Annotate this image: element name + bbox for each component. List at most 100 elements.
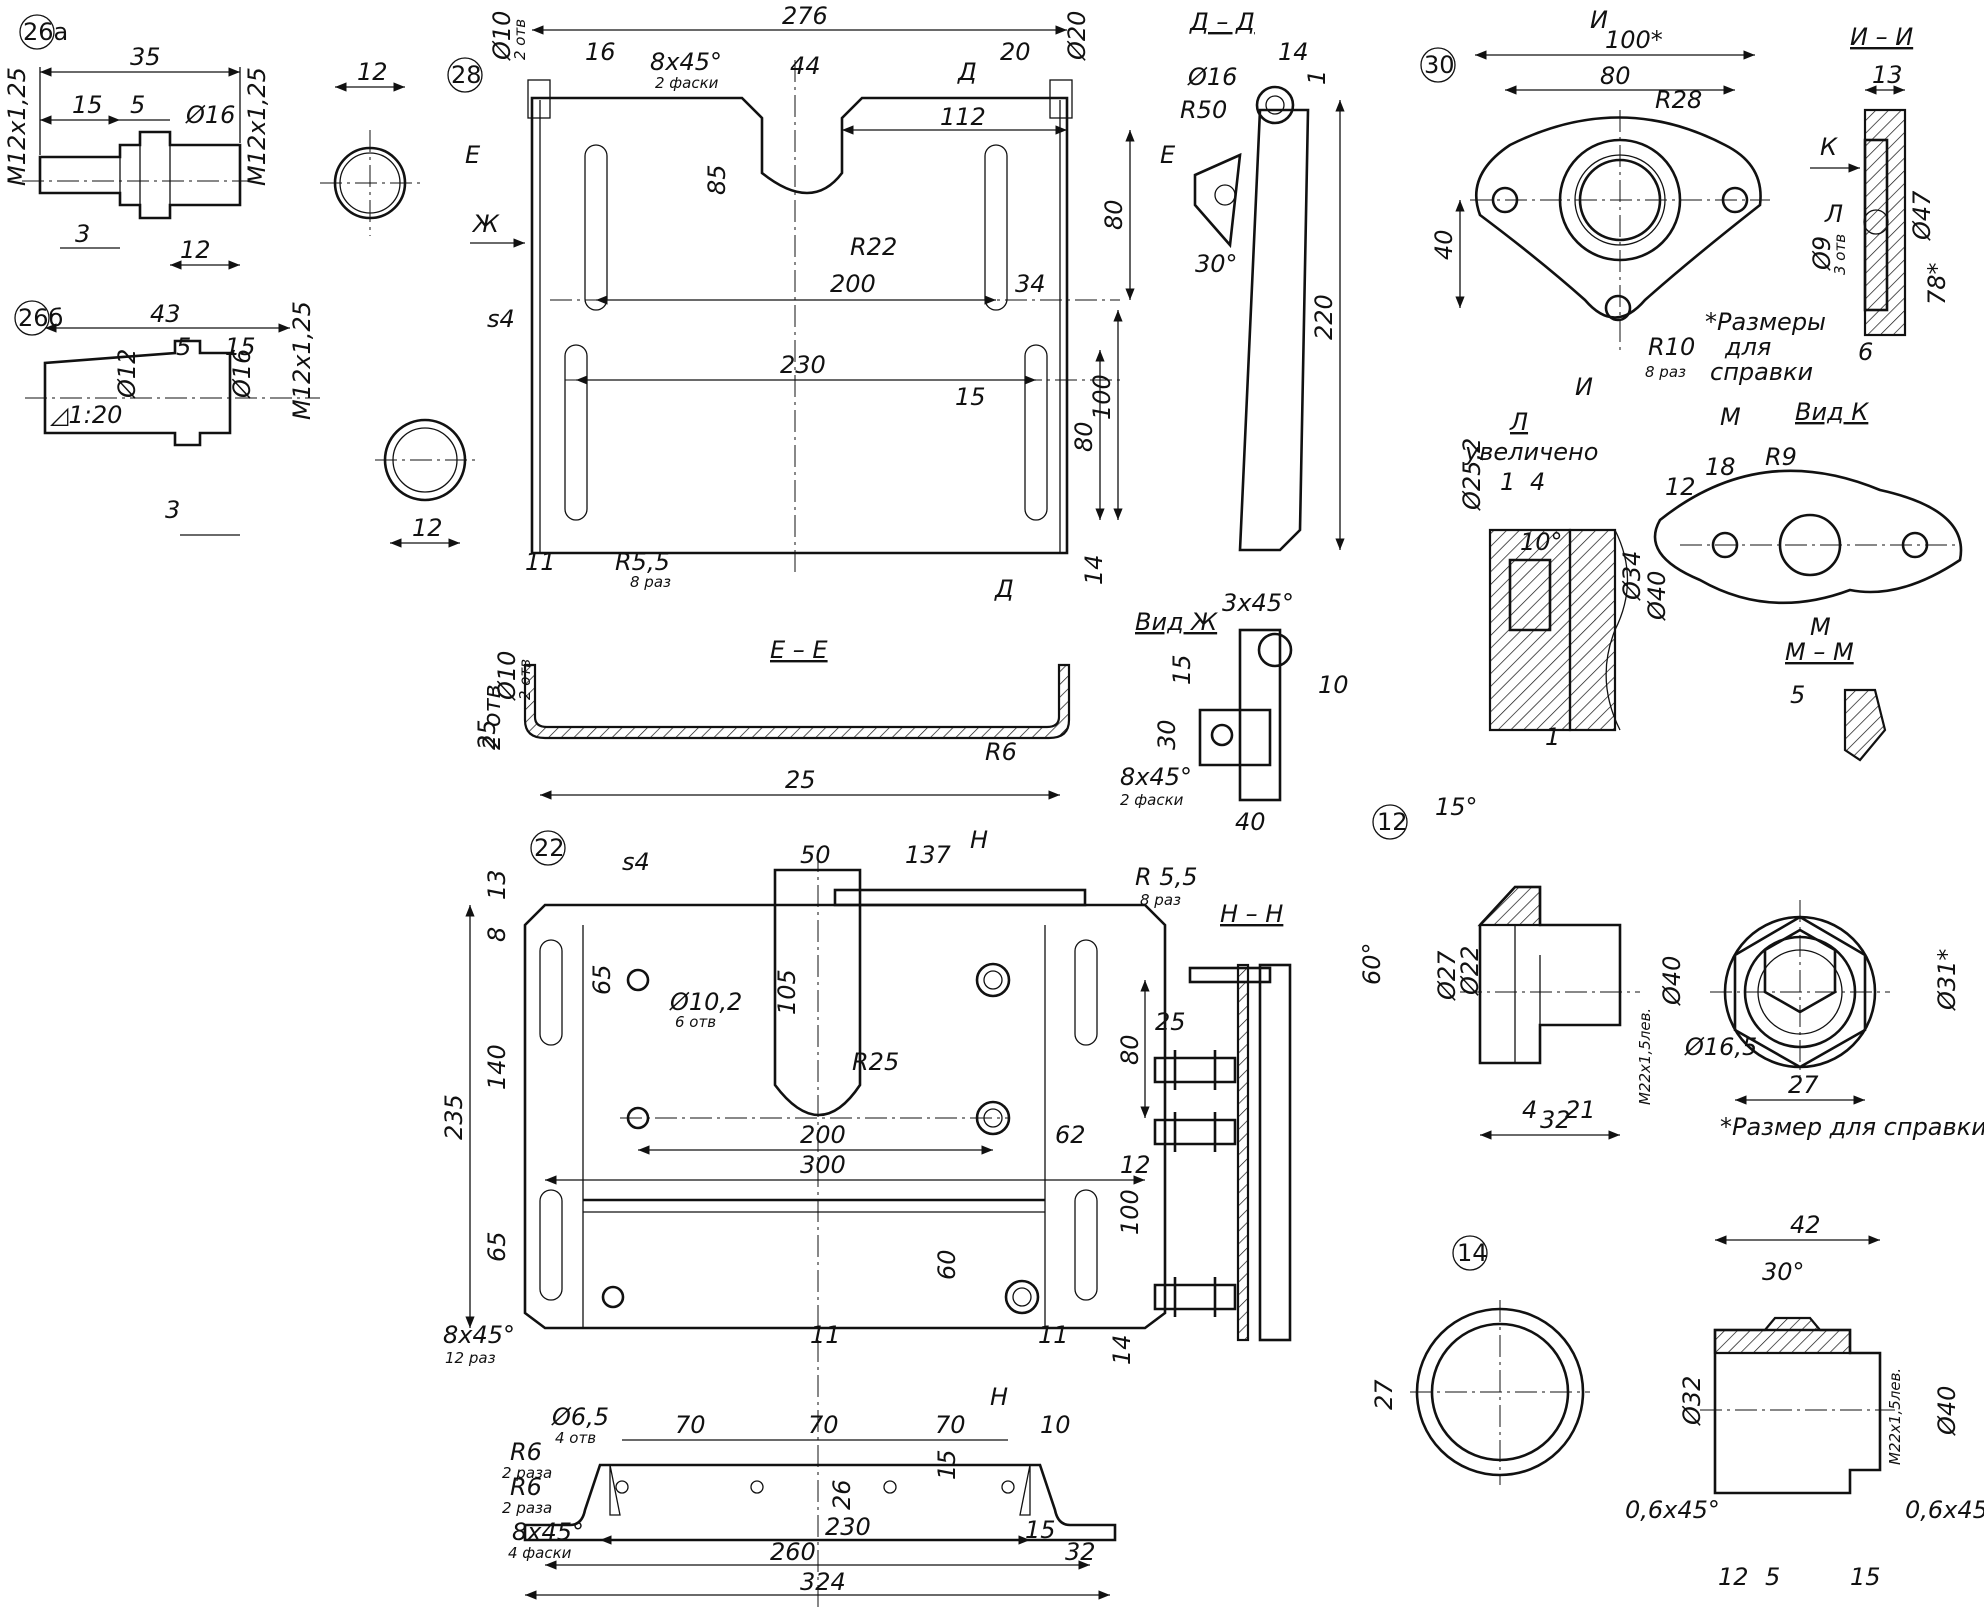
svg-text:8x45°: 8x45° [650,48,722,76]
section-e-e: Е – Е 25 2 отв Ø10 2 отв 25 R6 [473,636,1071,800]
svg-text:Ø20: Ø20 [1063,11,1091,61]
svg-text:Д: Д [957,58,977,86]
view-l-enlarged: Л увеличено Ø25,2 1 4 10° Ø34 Ø40 1 [1458,408,1671,751]
svg-text:14: 14 [1080,554,1108,585]
svg-text:11: 11 [810,1321,841,1349]
svg-text:40: 40 [1430,229,1458,260]
svg-text:13: 13 [1872,61,1903,89]
svg-text:15: 15 [1850,1563,1881,1591]
svg-text:40: 40 [1235,808,1266,836]
svg-text:8 раз: 8 раз [1645,363,1686,381]
section-n-n-title: Н – Н [1220,900,1283,928]
svg-text:18: 18 [1705,453,1736,481]
flange-30-outline [1475,116,1762,319]
svg-text:11: 11 [1038,1321,1069,1349]
svg-text:200: 200 [830,270,876,298]
svg-text:140: 140 [483,1044,511,1090]
svg-text:200: 200 [800,1121,846,1149]
part-tag-12: 12 [1377,808,1408,836]
svg-text:8x45°: 8x45° [443,1321,515,1349]
svg-text:50: 50 [800,841,831,869]
svg-text:12: 12 [1665,473,1696,501]
bracket-22-outline [523,903,1167,1330]
svg-text:30: 30 [1153,719,1181,750]
svg-text:60°: 60° [1358,942,1386,985]
svg-text:1: 1 [1500,468,1515,496]
section-i-i-title: И – И [1850,23,1913,51]
svg-text:15: 15 [933,1449,961,1480]
svg-text:справки: справки [1710,358,1813,386]
part-22: 22 50 137 R 5,5 8 раз s4 13 8 65 Ø10,2 6… [440,826,1197,1610]
svg-text:К: К [1820,133,1838,161]
svg-text:Ø16,5: Ø16,5 [1684,1033,1757,1061]
svg-text:R9: R9 [1765,443,1797,471]
svg-text:26: 26 [828,1479,856,1510]
svg-text:10°: 10° [1520,528,1563,556]
svg-text:Ø40: Ø40 [1658,956,1686,1006]
svg-text:И: И [1575,373,1593,401]
svg-text:Ø25,2: Ø25,2 [1458,438,1486,511]
svg-text:Ø10: Ø10 [493,651,521,701]
svg-text:8 раз: 8 раз [630,573,671,591]
svg-text:12 раз: 12 раз [445,1349,496,1367]
svg-text:M12x1,25: M12x1,25 [243,67,271,186]
svg-text:Е: Е [1160,141,1176,169]
svg-text:137: 137 [905,841,952,869]
svg-text:70: 70 [935,1411,966,1439]
part-14: 14 27 42 30° Ø32 M22x1,5лев. Ø40 0,6x45°… [1370,1211,1984,1591]
part-22-bottom-view: Ø6,5 4 отв R6 2 раза R6 2 раза 70 70 70 … [502,1403,1117,1600]
svg-text:27: 27 [1370,1379,1398,1410]
svg-text:М: М [1810,613,1831,641]
svg-text:65: 65 [588,964,616,995]
view-zh: Вид Ж 3x45° 15 10 30 8x45° 2 фаски 40 [1120,589,1349,836]
svg-text:Ø40: Ø40 [1643,571,1671,621]
svg-text:15: 15 [955,383,986,411]
part-tag-26a: 26а [23,18,68,46]
svg-text:25: 25 [785,766,816,794]
svg-text:32: 32 [1065,1538,1096,1566]
svg-text:0,6x45°: 0,6x45° [1625,1496,1720,1524]
svg-text:R50: R50 [1180,96,1227,124]
section-d-d: Д – Д 220 Ø16 14 1 R50 30° [1180,8,1345,552]
svg-text:s4: s4 [487,305,515,333]
svg-text:12: 12 [180,236,211,264]
svg-text:M22x1,5лев.: M22x1,5лев. [1636,1008,1654,1105]
svg-text:42: 42 [1790,1211,1821,1239]
svg-text:для: для [1724,333,1771,361]
svg-text:230: 230 [825,1513,871,1541]
svg-text:105: 105 [773,969,801,1015]
svg-text:1: 1 [1303,70,1331,85]
svg-text:34: 34 [1015,270,1046,298]
svg-text:Ø16: Ø16 [185,101,235,129]
svg-text:6: 6 [1858,338,1873,366]
part-tag-22: 22 [534,834,565,862]
svg-text:30°: 30° [1762,1258,1805,1286]
svg-text:100: 100 [1116,1189,1144,1235]
svg-text:3: 3 [165,496,180,524]
svg-text:4 фаски: 4 фаски [508,1544,572,1562]
svg-text:R6: R6 [510,1473,542,1501]
svg-text:1: 1 [1545,723,1560,751]
svg-text:Н: Н [970,826,988,854]
svg-text:2 раза: 2 раза [502,1464,552,1482]
svg-text:11: 11 [525,548,556,576]
svg-text:16: 16 [585,38,616,66]
svg-text:8: 8 [483,927,511,942]
svg-text:85: 85 [703,164,731,195]
svg-text:8 раз: 8 раз [1140,891,1181,909]
svg-text:70: 70 [675,1411,706,1439]
svg-text:62: 62 [1055,1121,1086,1149]
svg-text:Ø12: Ø12 [113,349,141,399]
svg-text:Ø22: Ø22 [1456,946,1484,996]
view-k-title: Вид К [1795,398,1869,426]
section-n-n: Н – Н 25 [1153,900,1292,1342]
svg-text:Ø10,2: Ø10,2 [669,988,742,1016]
svg-text:R22: R22 [850,233,897,261]
svg-text:8x45°: 8x45° [512,1518,584,1546]
svg-text:Е: Е [465,141,481,169]
svg-text:Ø47: Ø47 [1908,190,1936,241]
svg-text:R6: R6 [985,738,1017,766]
svg-text:Ø27: Ø27 [1433,950,1461,1001]
svg-text:220: 220 [1310,294,1338,340]
svg-text:30°: 30° [1195,250,1238,278]
